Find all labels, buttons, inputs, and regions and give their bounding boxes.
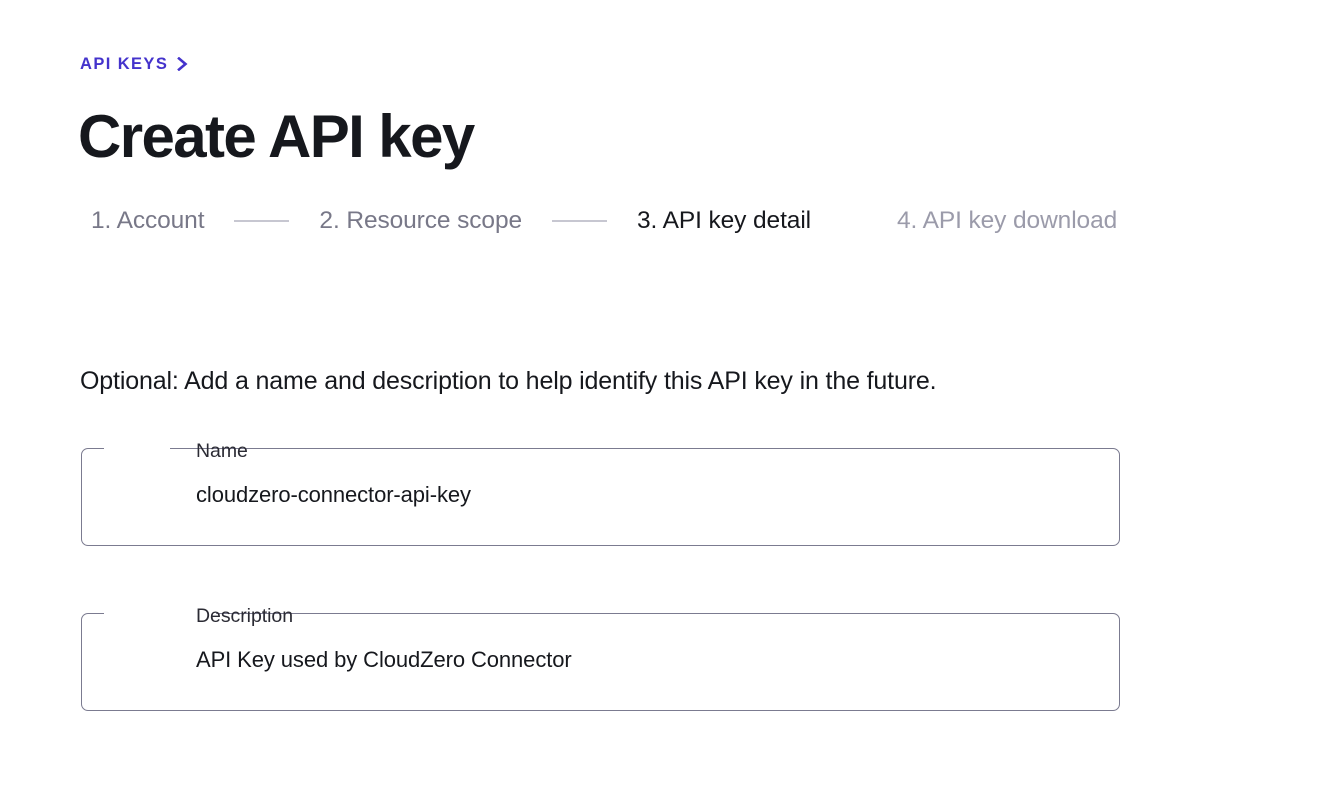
step-1-account[interactable]: 1. Account — [91, 207, 205, 234]
stepper: 1. Account 2. Resource scope 3. API key … — [91, 204, 1117, 238]
description-field[interactable]: Description Description — [81, 605, 1120, 711]
step-connector-1 — [234, 220, 290, 222]
step-3-api-key-detail: 3. API key detail — [637, 207, 812, 234]
step-4-api-key-download: 4. API key download — [897, 207, 1118, 234]
description-input[interactable] — [196, 645, 1096, 675]
page-title: Create API key — [78, 103, 475, 170]
breadcrumb-link-api-keys[interactable]: API KEYS — [80, 54, 169, 73]
breadcrumb: API KEYS — [80, 52, 189, 76]
name-field-label: Name — [196, 440, 248, 462]
step-connector-2 — [552, 220, 608, 222]
name-input[interactable] — [196, 480, 1096, 510]
chevron-right-icon — [177, 57, 189, 71]
description-field-label: Description — [196, 605, 293, 627]
name-field[interactable]: Name Name — [81, 440, 1120, 546]
helper-text: Optional: Add a name and description to … — [80, 367, 937, 395]
step-2-resource-scope[interactable]: 2. Resource scope — [319, 207, 523, 234]
